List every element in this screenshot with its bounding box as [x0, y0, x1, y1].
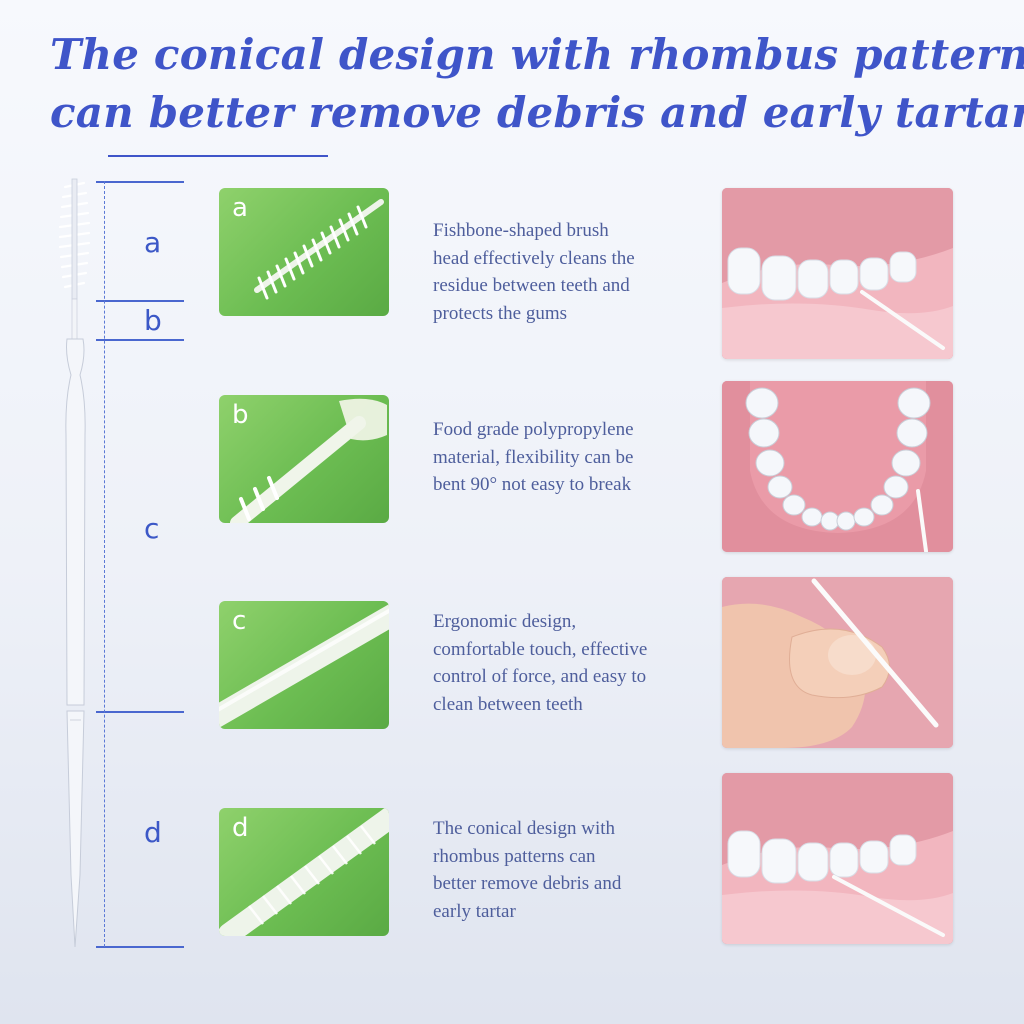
feature-desc-c: Ergonomic design, comfortable touch, eff…	[433, 611, 648, 715]
headline-line-2: can better remove debris and early tarta…	[50, 88, 1024, 137]
ruler-tick-b-c	[96, 339, 184, 341]
segment-label-a: a	[144, 226, 162, 259]
headline: The conical design with rhombus patterns…	[50, 26, 1024, 142]
conical-tip-closeup	[219, 808, 389, 936]
feature-thumb-c-letter: c	[232, 606, 247, 636]
ruler-tick-top	[96, 181, 184, 183]
photo-teeth-arch-b	[722, 381, 953, 552]
segment-ruler: a b c d	[0, 0, 200, 1024]
feature-thumb-c: c	[219, 601, 389, 729]
headline-line-1: The conical design with rhombus patterns	[50, 30, 1024, 79]
feature-desc-a: Fishbone-shaped brush head effectively c…	[433, 220, 635, 324]
segment-label-b: b	[144, 304, 162, 337]
segment-label-c: c	[144, 512, 160, 545]
photo-teeth-side-a	[722, 188, 953, 359]
feature-thumb-b-letter: b	[232, 400, 249, 430]
brush-head-closeup	[254, 199, 384, 300]
feature-thumb-a-letter: a	[232, 193, 248, 223]
photo-hand-holding-c	[722, 577, 953, 748]
ruler-tick-bottom	[96, 946, 184, 948]
feature-desc-b: Food grade polypropylene material, flexi…	[433, 419, 634, 495]
ruler-tick-a-b	[96, 300, 184, 302]
segment-label-d: d	[144, 816, 162, 849]
toothpick-diagram	[58, 178, 91, 948]
headline-underline	[108, 155, 328, 157]
feature-thumb-b: b	[219, 395, 389, 523]
ruler-tick-c-d	[96, 711, 184, 713]
neck-closeup	[230, 398, 387, 523]
feature-thumb-a: a	[219, 188, 389, 316]
ruler-dashed-line	[104, 181, 105, 947]
feature-desc-d: The conical design with rhombus patterns…	[433, 818, 622, 922]
handle-closeup	[219, 604, 389, 728]
photo-teeth-side-d	[722, 773, 953, 944]
feature-thumb-d: d	[219, 808, 389, 936]
feature-thumb-d-letter: d	[232, 813, 249, 843]
